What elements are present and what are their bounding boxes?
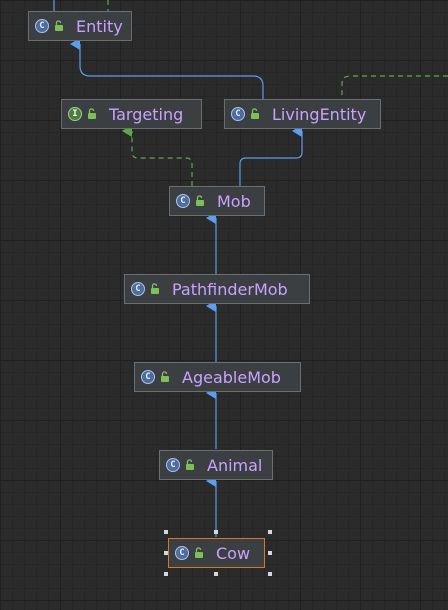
class-icon: C (35, 19, 49, 33)
unlocked-padlock-icon (55, 20, 63, 31)
node-entity[interactable]: C Entity (28, 11, 132, 41)
node-pathfinder-mob[interactable]: C PathfinderMob (124, 274, 310, 304)
class-icon: C (166, 458, 180, 472)
edge-livingentity-extends-entity (70, 38, 264, 100)
unlocked-padlock-icon (151, 283, 159, 294)
unlocked-padlock-icon (196, 195, 204, 206)
node-label: Animal (207, 455, 263, 475)
node-living-entity[interactable]: C LivingEntity (224, 99, 381, 129)
selection-handle-middle-right[interactable] (268, 551, 272, 555)
unlocked-padlock-icon (195, 547, 203, 558)
class-icon: C (231, 107, 245, 121)
class-icon: C (175, 546, 189, 560)
edge-livingentity-to-offscreen-interface (341, 75, 448, 100)
node-label: Targeting (109, 104, 184, 124)
node-ageable-mob[interactable]: C AgeableMob (134, 362, 301, 392)
unlocked-padlock-icon (88, 108, 96, 119)
node-animal[interactable]: C Animal (159, 450, 273, 480)
selection-handle-middle-left[interactable] (164, 551, 168, 555)
class-icon: C (141, 370, 155, 384)
selection-handle-top-left[interactable] (164, 530, 168, 534)
unlocked-padlock-icon (251, 108, 259, 119)
unlocked-padlock-icon (186, 459, 194, 470)
edge-mob-extends-livingentity (239, 125, 303, 186)
selection-handle-bottom-right[interactable] (268, 572, 272, 576)
node-label: Mob (217, 191, 251, 211)
node-label: PathfinderMob (172, 279, 288, 299)
interface-icon: I (68, 107, 82, 121)
node-label: AgeableMob (182, 367, 281, 387)
selection-handle-top-right[interactable] (268, 530, 272, 534)
node-label: Entity (76, 16, 123, 36)
node-targeting[interactable]: I Targeting (61, 99, 202, 129)
class-icon: C (131, 282, 145, 296)
selection-handle-top-center[interactable] (214, 530, 218, 534)
node-cow[interactable]: C Cow (168, 538, 265, 568)
unlocked-padlock-icon (161, 371, 169, 382)
edge-mob-implements-targeting (122, 125, 193, 186)
class-icon: C (176, 194, 190, 208)
selection-handle-bottom-center[interactable] (214, 572, 218, 576)
node-label: Cow (216, 543, 251, 563)
selection-handle-bottom-left[interactable] (164, 572, 168, 576)
node-label: LivingEntity (272, 104, 367, 124)
node-mob[interactable]: C Mob (169, 186, 265, 216)
